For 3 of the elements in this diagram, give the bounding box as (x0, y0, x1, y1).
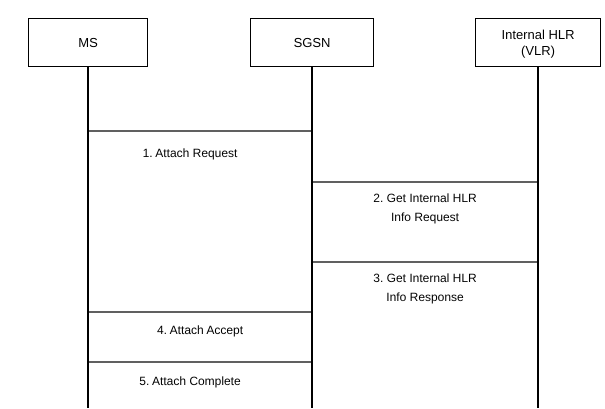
participant-name: MS (78, 34, 98, 50)
participant-name: Internal HLR (VLR) (500, 26, 576, 58)
participant-name: SGSN (294, 34, 330, 50)
